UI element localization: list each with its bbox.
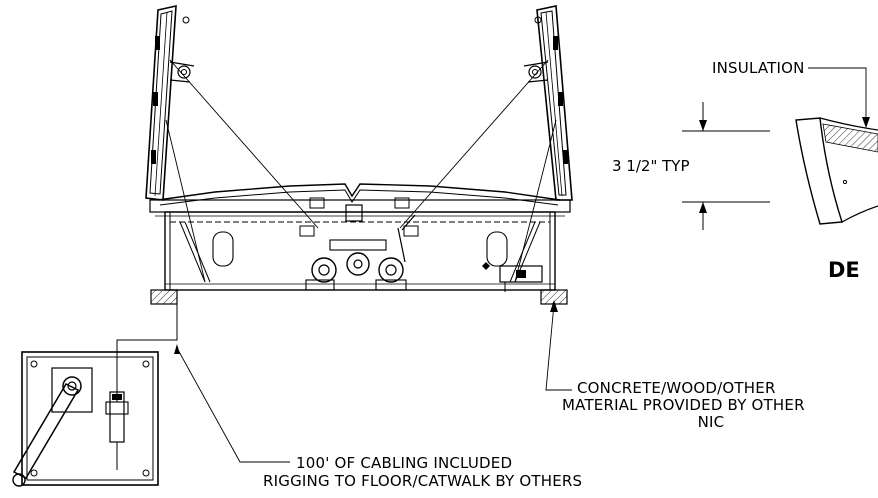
insulation-leader xyxy=(808,67,870,128)
right-open-lid xyxy=(523,5,573,201)
curb-top xyxy=(149,183,571,237)
detail-title: DE xyxy=(828,258,860,282)
cabling-callout-line2: RIGGING TO FLOOR/CATWALK BY OTHERS xyxy=(263,472,583,490)
support-callout-line1: CONCRETE/WOOD/OTHER xyxy=(577,379,776,397)
thickness-dimension-label: 3 1/2" TYP xyxy=(612,157,690,175)
support-callout-line3: NIC xyxy=(697,413,725,431)
support-leader xyxy=(545,300,572,391)
thickness-dimension xyxy=(682,102,770,230)
lid-cables xyxy=(165,59,557,283)
insulation-label: INSULATION xyxy=(712,59,805,77)
winch-box xyxy=(12,351,159,487)
cabling-callout-line1: 100' OF CABLING INCLUDED xyxy=(296,454,513,472)
left-open-lid xyxy=(145,4,195,201)
curb-body xyxy=(164,211,556,292)
support-pads xyxy=(150,289,568,305)
insulation-section-detail xyxy=(795,117,878,225)
center-mechanism xyxy=(305,214,416,291)
support-callout-line2: MATERIAL PROVIDED BY OTHER xyxy=(562,396,805,414)
cable-run xyxy=(116,296,290,463)
